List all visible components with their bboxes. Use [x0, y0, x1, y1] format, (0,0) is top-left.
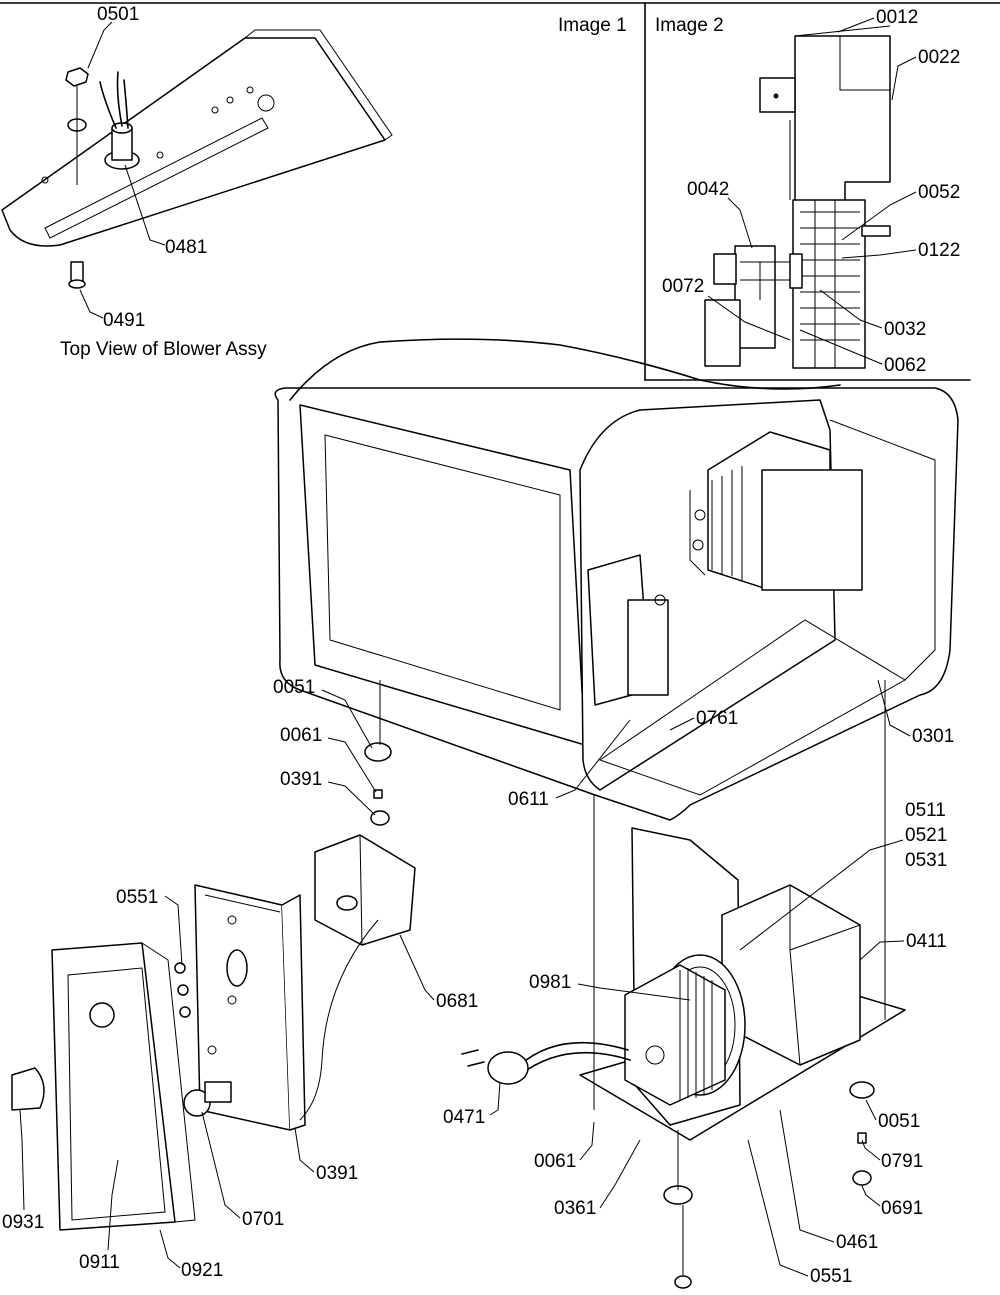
- leader-line: [707, 295, 791, 341]
- callout-0931: 0931: [2, 1212, 44, 1233]
- callout-0691: 0391: [316, 1163, 358, 1184]
- leader-line: [327, 737, 377, 793]
- callout-0791: 0061: [534, 1151, 576, 1172]
- callout-0681: 0681: [436, 991, 478, 1012]
- callout-0461: 0461: [836, 1232, 878, 1253]
- callout-0391-bottom: 0691: [881, 1198, 923, 1219]
- cabinet: [274, 338, 959, 821]
- base-plate-assembly: [461, 827, 906, 1141]
- callout-0022: 0022: [918, 47, 960, 68]
- leader-line: [837, 17, 875, 33]
- callout-0761: 0761: [696, 708, 738, 729]
- leader-line: [399, 934, 435, 1001]
- callout-0072: 0072: [662, 276, 704, 297]
- leader-line: [201, 1111, 241, 1219]
- leader-line: [819, 289, 883, 329]
- callout-0531: 0531: [905, 850, 947, 871]
- callout-0471: 0471: [443, 1107, 485, 1128]
- leader-line: [489, 1081, 501, 1116]
- caption-image-1: Image 1: [558, 15, 627, 36]
- callout-0042: 0042: [687, 179, 729, 200]
- leader-line: [79, 289, 104, 319]
- leader-line: [841, 249, 917, 259]
- caption-image-2: Image 2: [655, 15, 724, 36]
- callout-0051-top: 0051: [273, 677, 315, 698]
- leader-line: [159, 1229, 181, 1269]
- leader-line: [107, 1159, 119, 1251]
- callout-0551-bottom: 0551: [810, 1266, 852, 1287]
- leader-line: [779, 1109, 835, 1243]
- leader-line: [877, 679, 911, 737]
- callout-0061-bottom: 0791: [881, 1151, 923, 1172]
- caption-top-view: Top View of Blower Assy: [60, 339, 267, 360]
- callout-0501: 0501: [97, 4, 139, 25]
- leader-line: [859, 940, 905, 961]
- callout-0062: 0062: [884, 355, 926, 376]
- callout-0391-top: 0391: [280, 769, 322, 790]
- leader-line: [321, 689, 373, 749]
- leader-line: [747, 1139, 809, 1277]
- leader-line: [577, 983, 691, 1001]
- leader-line: [294, 1127, 315, 1173]
- leader-line: [555, 719, 631, 799]
- callout-0611: 0611: [508, 789, 549, 810]
- inset-blower-assembly: [704, 25, 891, 369]
- leader-line: [891, 56, 917, 101]
- leader-line: [87, 21, 113, 69]
- leader-line: [727, 197, 753, 249]
- callout-0511: 0511: [905, 800, 946, 821]
- leader-line: [841, 191, 917, 241]
- leader-line: [124, 164, 166, 246]
- callout-0481: 0481: [165, 237, 207, 258]
- callout-0361: 0361: [554, 1198, 596, 1219]
- front-panel: [11, 942, 196, 1231]
- blower-top-view: [1, 29, 393, 289]
- callout-0701: 0701: [242, 1209, 284, 1230]
- leader-line: [327, 781, 376, 816]
- callout-0921: 0921: [181, 1260, 223, 1281]
- leader-line: [861, 1185, 881, 1207]
- callout-0521: 0521: [905, 825, 947, 846]
- callout-0301: 0301: [912, 726, 954, 747]
- callout-0122: 0122: [918, 240, 960, 261]
- callout-0491: 0491: [103, 310, 145, 331]
- callout-0052: 0052: [918, 182, 960, 203]
- callout-0032: 0032: [884, 319, 926, 340]
- leader-line: [799, 329, 883, 365]
- callout-0012: 0012: [876, 7, 918, 28]
- callout-0911: 0911: [79, 1252, 120, 1273]
- callout-0061-top: 0061: [280, 725, 322, 746]
- leader-line: [19, 1109, 25, 1211]
- leader-line: [164, 895, 183, 966]
- leader-line: [861, 1139, 881, 1161]
- callout-0551-left: 0551: [116, 887, 158, 908]
- callout-0411: 0411: [906, 931, 947, 952]
- leader-line: [739, 839, 904, 951]
- leader-line: [865, 1099, 877, 1121]
- leader-line: [599, 1139, 641, 1209]
- leader-line: [579, 1121, 595, 1161]
- callout-0981: 0981: [529, 972, 571, 993]
- callout-0051-bottom: 0051: [878, 1111, 920, 1132]
- leader-lines: [19, 17, 917, 1277]
- control-panel-assembly: [174, 834, 416, 1131]
- leader-line: [669, 717, 695, 731]
